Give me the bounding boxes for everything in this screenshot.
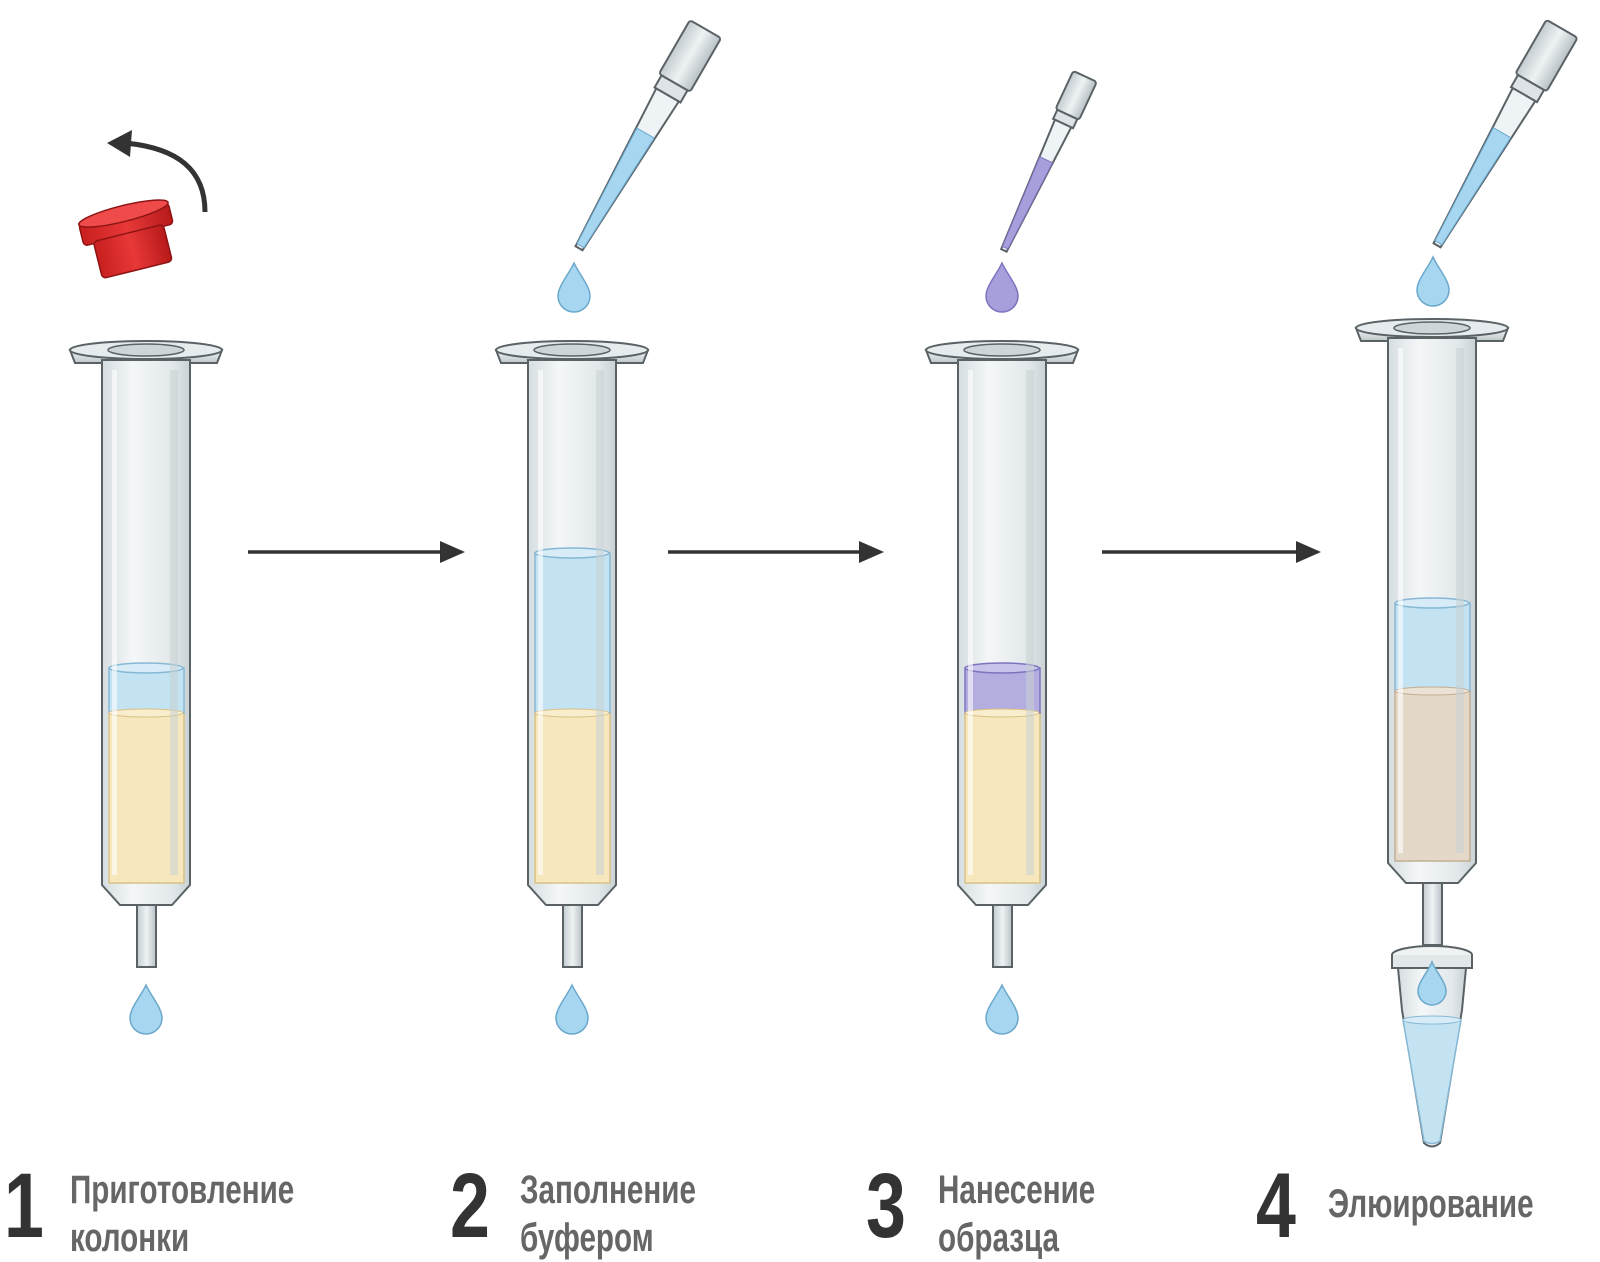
column-4 [1354, 318, 1510, 946]
step-2-label: 2 Заполнение буфером [450, 1155, 850, 1260]
step-4-number: 4 [1256, 1155, 1296, 1257]
step-4-label: 4 Элюирование [1256, 1160, 1596, 1255]
step-2-number: 2 [450, 1155, 490, 1257]
arrow-1-to-2 [248, 541, 465, 563]
drop-4-bottom [1417, 959, 1447, 1006]
step-1-label: 1 Приготовление колонки [4, 1155, 404, 1260]
arrow-3-to-4 [1102, 541, 1321, 563]
column-3 [924, 340, 1080, 968]
step-3-label: 3 Нанесение образца [866, 1155, 1266, 1260]
drop-2-top [557, 261, 591, 313]
step-1-number: 1 [4, 1155, 44, 1257]
drop-3-top [985, 261, 1019, 313]
red-cap [77, 199, 174, 279]
arrow-2-to-3 [668, 541, 884, 563]
step-1-title-line-2: колонки [70, 1216, 190, 1260]
pipette-3 [999, 70, 1097, 254]
step-3-title-line-2: образца [938, 1216, 1060, 1260]
step-3-number: 3 [866, 1155, 906, 1257]
drop-3-bottom [985, 983, 1019, 1035]
step-1-title-line-1: Приготовление [70, 1168, 295, 1212]
column-2 [494, 340, 650, 968]
pipette-4 [1432, 19, 1578, 249]
pipette-2 [574, 20, 721, 252]
step1-cap-removal-arrow [107, 130, 208, 213]
step-3-title-line-1: Нанесение [938, 1168, 1096, 1212]
drop-4-top [1416, 255, 1450, 307]
drop-2-bottom [555, 983, 589, 1035]
drop-1-bottom [129, 983, 163, 1035]
column-1 [68, 340, 224, 968]
step-2-title-line-2: буфером [520, 1216, 654, 1260]
step-4-title-line-1: Элюирование [1328, 1182, 1534, 1226]
step-2-title-line-1: Заполнение [520, 1168, 696, 1212]
